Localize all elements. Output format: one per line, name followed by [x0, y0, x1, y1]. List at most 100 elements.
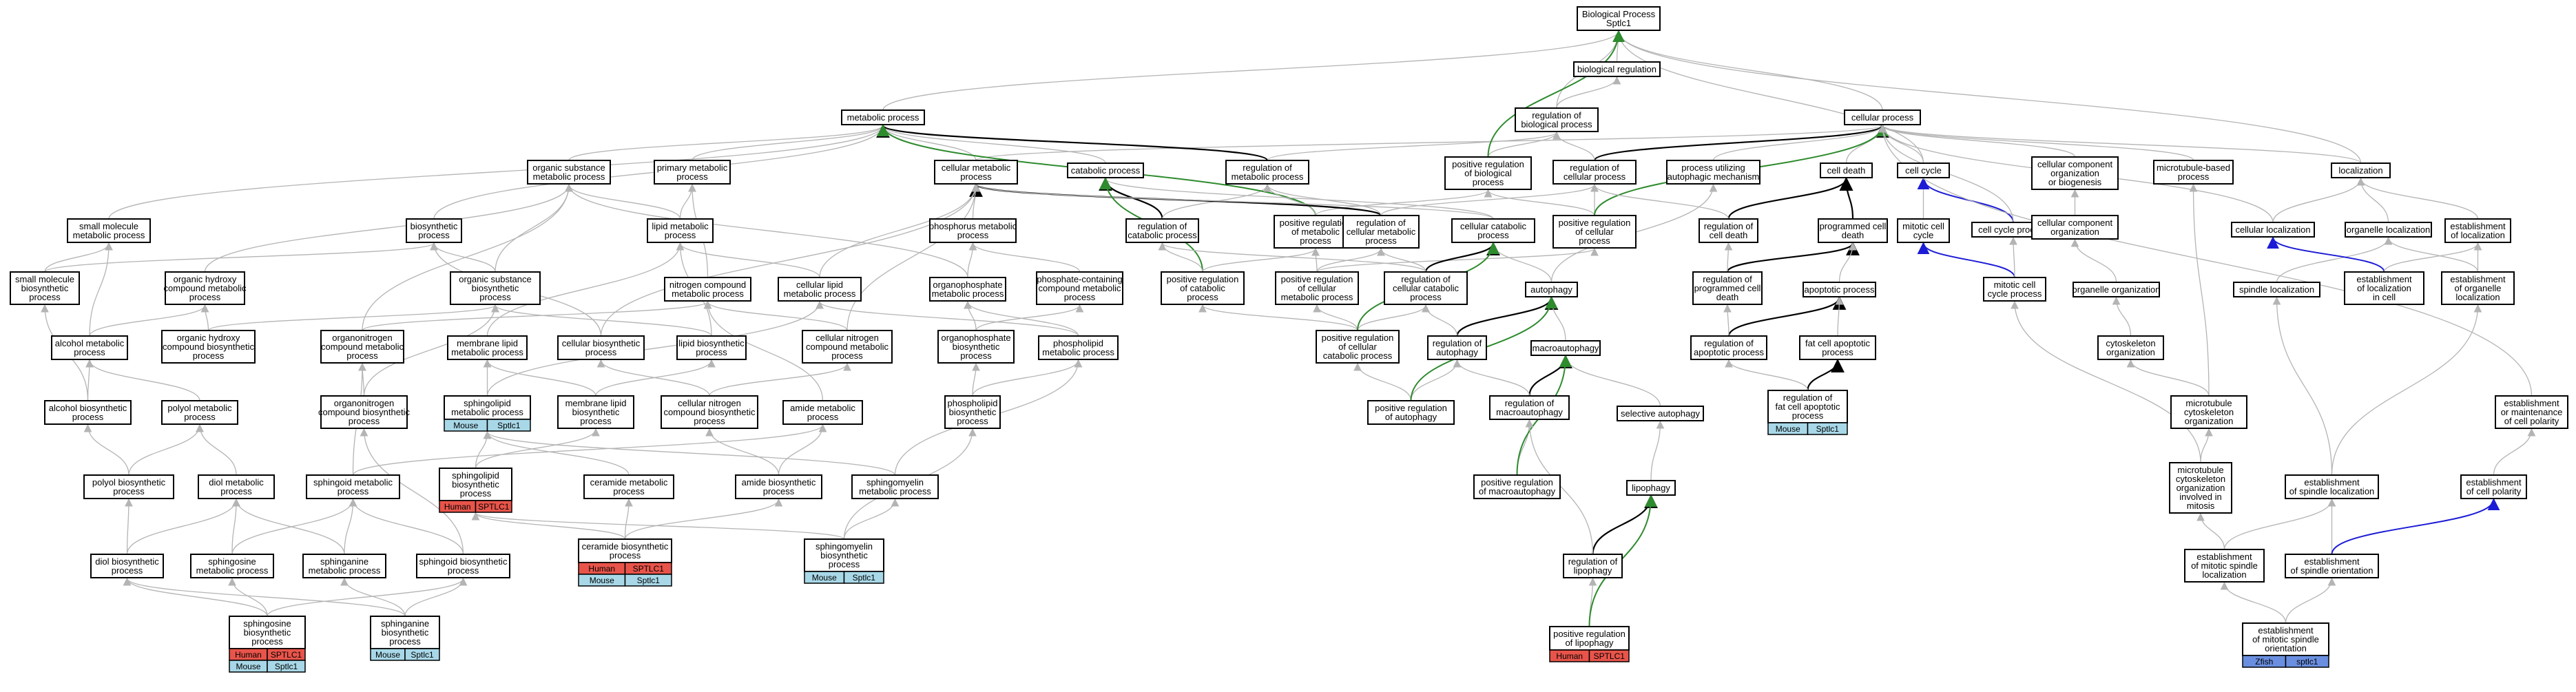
- go-term-catab[interactable]: catabolic process: [1067, 162, 1144, 178]
- go-term-celldeath[interactable]: cell death: [1820, 162, 1873, 178]
- go-term-lipophagy[interactable]: lipophagy: [1626, 480, 1676, 496]
- go-term-cellcycle[interactable]: cell cycle: [1897, 162, 1950, 178]
- go-term-macroauto[interactable]: macroautophagy: [1530, 340, 1601, 356]
- go-term-metab[interactable]: metabolic process: [841, 109, 925, 125]
- go-term-bioreg[interactable]: biological regulation: [1573, 61, 1661, 77]
- go-term-localiz[interactable]: localization: [2331, 162, 2391, 178]
- go-term-cellproc[interactable]: cellular process: [1844, 109, 1921, 125]
- go-term-orgorg[interactable]: organelle organization: [2073, 282, 2161, 297]
- go-term-orgloc[interactable]: organelle localization: [2345, 222, 2432, 238]
- go-term-mtinmitosis[interactable]: microtubulecytoskeletonorganizationinvol…: [2169, 462, 2232, 514]
- go-term-cellloc[interactable]: cellular localization: [2231, 222, 2315, 238]
- go-term-spindleloc[interactable]: spindle localization: [2233, 282, 2320, 297]
- go-term-autophagy[interactable]: autophagy: [1525, 282, 1578, 297]
